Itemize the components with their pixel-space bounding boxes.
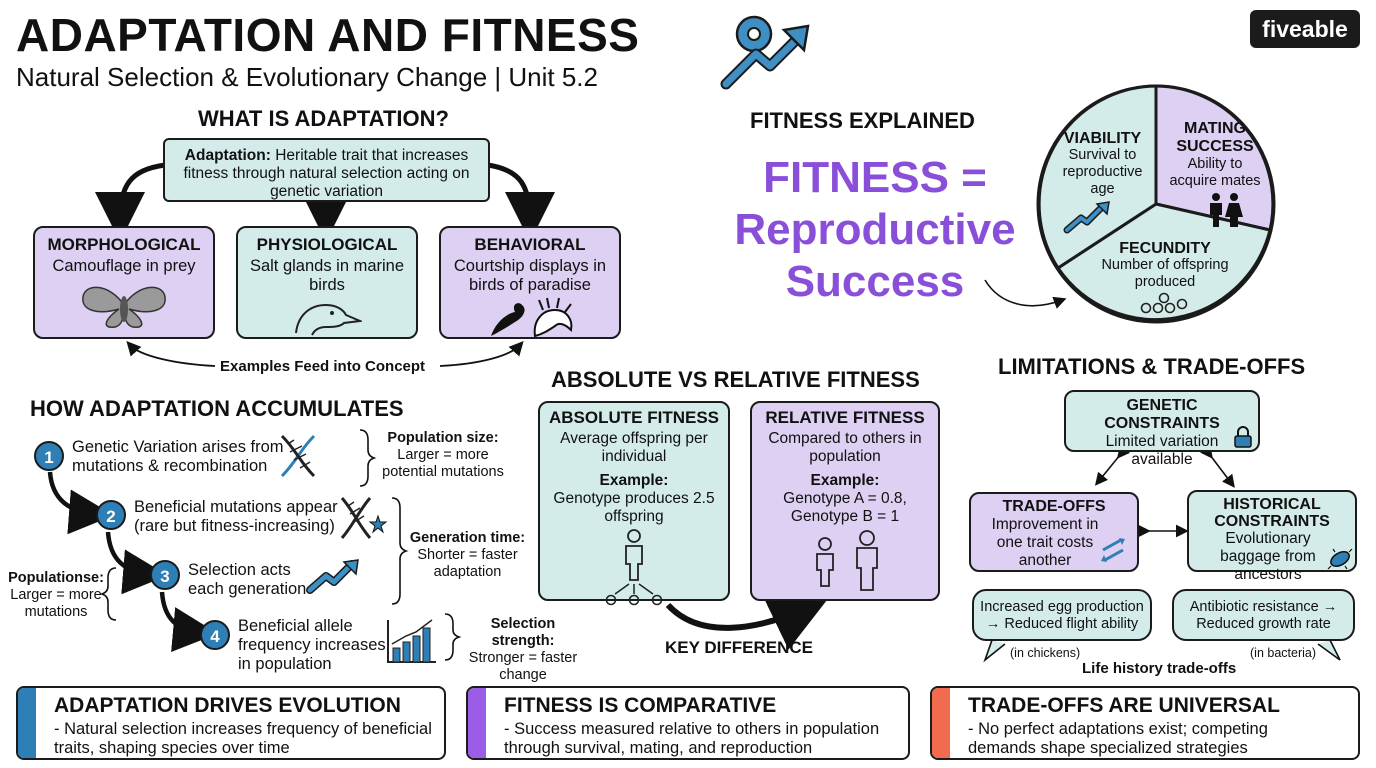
limits-heading: LIMITATIONS & TRADE-OFFS xyxy=(998,354,1306,379)
relative-fitness-box: RELATIVE FITNESS Compared to others in p… xyxy=(750,401,940,601)
factor-selection-strength: Selection strength: Stronger = faster ch… xyxy=(468,616,578,683)
absolute-fitness-box: ABSOLUTE FITNESS Average offspring per i… xyxy=(538,401,730,606)
summary-accent-bar xyxy=(18,688,36,758)
brace-selection xyxy=(444,613,462,661)
summary-tradeoffs: TRADE-OFFS ARE UNIVERSAL - No perfect ad… xyxy=(930,686,1360,760)
example-bacteria-note: (in bacteria) xyxy=(1250,646,1316,660)
key-difference-arrow xyxy=(665,595,830,650)
component-viability: VIABILITY Survival to reproductive age xyxy=(1062,130,1143,197)
historical-constraints-box: HISTORICAL CONSTRAINTS Evolutionary bagg… xyxy=(1187,490,1357,583)
step-text: Genetic Variation arises from mutations … xyxy=(72,438,284,475)
step-text: Beneficial allele frequency increases in… xyxy=(238,617,386,673)
brace-generation xyxy=(391,497,409,605)
lock-icon xyxy=(1234,426,1252,448)
component-fecundity: FECUNDITY Number of offspring produced xyxy=(1101,240,1229,290)
example-chickens-bubble: Increased egg production → Reduced fligh… xyxy=(972,589,1152,641)
trend-up-icon xyxy=(1063,201,1110,234)
abs-rel-heading: ABSOLUTE VS RELATIVE FITNESS xyxy=(551,367,920,392)
moth-icon xyxy=(82,286,166,328)
genetic-constraints-box: GENETIC CONSTRAINTS Limited variation av… xyxy=(1064,390,1260,468)
step-number: 1 xyxy=(34,441,64,471)
step-text: Selection acts each generation xyxy=(188,561,307,598)
brand-logo: fiveable xyxy=(1250,10,1360,48)
brace-left xyxy=(99,567,117,621)
fitness-to-pie-arrow xyxy=(984,279,1067,309)
genotype-figures-icon xyxy=(816,530,878,591)
trend-up-icon xyxy=(306,559,359,594)
step-arrow-3 xyxy=(159,591,218,652)
page-subtitle: Natural Selection & Evolutionary Change … xyxy=(16,62,598,92)
factor-generation-time: Generation time: Shorter = faster adapta… xyxy=(409,530,526,580)
type-physiological: PHYSIOLOGICAL Salt glands in marine bird… xyxy=(236,226,418,339)
example-chickens-note: (in chickens) xyxy=(1010,646,1081,660)
bird-head-icon xyxy=(295,303,364,336)
swap-arrows-icon xyxy=(1101,538,1125,562)
brace-population xyxy=(359,429,377,487)
feed-caption: Examples Feed into Concept xyxy=(220,358,426,375)
bubble-tail-right xyxy=(1317,639,1341,661)
step-text: Beneficial mutations appear (rare but fi… xyxy=(134,498,338,535)
step-arrow-2 xyxy=(105,531,168,595)
couple-icon xyxy=(1210,193,1243,227)
trade-offs-box: TRADE-OFFS Improvement in one trait cost… xyxy=(969,492,1139,572)
factor-population-left: Populationse: Larger = more mutations xyxy=(8,570,104,620)
bubble-tail-left xyxy=(983,639,1006,663)
fitness-heading: FITNESS EXPLAINED xyxy=(750,108,975,133)
bacterium-icon xyxy=(1327,548,1353,570)
step-number: 2 xyxy=(96,500,126,530)
parent-offspring-icon xyxy=(605,529,663,606)
step-number: 3 xyxy=(150,560,180,590)
key-difference-label: KEY DIFFERENCE xyxy=(665,638,813,657)
bar-chart-icon xyxy=(387,619,436,663)
dna-icon xyxy=(280,434,316,478)
adaptation-heading: WHAT IS ADAPTATION? xyxy=(198,106,449,131)
feed-arrow-left xyxy=(126,341,216,367)
fitness-equation: FITNESS = Reproductive Success xyxy=(734,153,1016,306)
component-mating-success: MATING SUCCESS Ability to acquire mates xyxy=(1169,120,1261,189)
eggs-icon xyxy=(1140,292,1188,314)
page-title: ADAPTATION AND FITNESS xyxy=(16,9,640,61)
arrow-to-behavioral xyxy=(487,162,555,242)
dna-star-icon xyxy=(340,497,388,539)
summary-accent-bar xyxy=(468,688,486,758)
step-number: 4 xyxy=(200,620,230,650)
example-bacteria-bubble: Antibiotic resistance → Reduced growth r… xyxy=(1172,589,1355,641)
fitness-components-pie xyxy=(1036,84,1276,324)
summary-adaptation: ADAPTATION DRIVES EVOLUTION - Natural se… xyxy=(16,686,446,760)
step-arrow-1 xyxy=(47,471,114,535)
feed-arrow-right xyxy=(439,341,524,367)
accumulation-heading: HOW ADAPTATION ACCUMULATES xyxy=(30,396,404,421)
adaptation-definition: Adaptation: Heritable trait that increas… xyxy=(163,138,490,202)
summary-fitness: FITNESS IS COMPARATIVE - Success measure… xyxy=(466,686,910,760)
type-behavioral: BEHAVIORAL Courtship displays in birds o… xyxy=(439,226,621,339)
summary-accent-bar xyxy=(932,688,950,758)
genetic-tradeoff-link xyxy=(1094,444,1131,486)
genetic-historical-link xyxy=(1200,444,1235,488)
factor-population: Population size: Larger = more potential… xyxy=(382,430,504,480)
trade-offs-caption: Life history trade-offs xyxy=(1082,660,1237,677)
arrow-to-morphological xyxy=(95,162,166,242)
growth-key-icon xyxy=(720,15,810,90)
type-morphological: MORPHOLOGICAL Camouflage in prey xyxy=(33,226,215,339)
bird-of-paradise-icon xyxy=(491,297,573,338)
